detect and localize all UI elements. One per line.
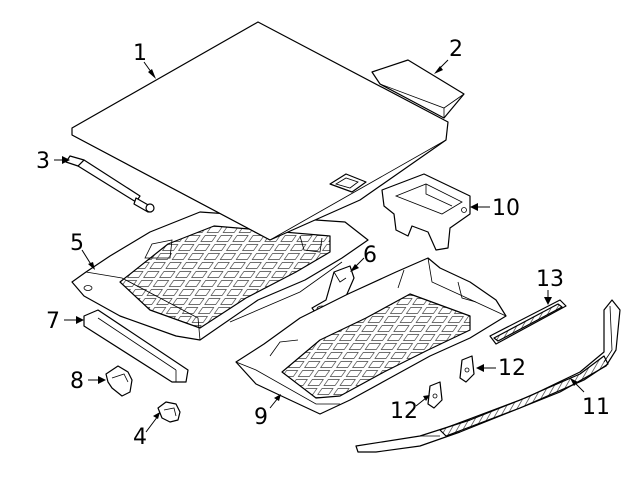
- cargo-cover-panel: [71, 21, 449, 241]
- callout-11: 11: [582, 395, 610, 420]
- callout-12-lower: 12: [390, 399, 418, 424]
- callout-13: 13: [536, 267, 564, 292]
- callout-8: 8: [70, 369, 84, 394]
- retainer-lower: [427, 381, 443, 409]
- callout-7: 7: [46, 309, 60, 334]
- callout-labels: 1 2 3 4 5 6 7 8 9 10 11 12 12 13: [36, 37, 610, 450]
- trim-rail: [83, 309, 189, 383]
- callout-5: 5: [70, 231, 84, 256]
- callout-12-upper: 12: [498, 356, 526, 381]
- scuff-plate: [355, 299, 621, 453]
- callout-9: 9: [254, 405, 268, 430]
- storage-lid: [371, 59, 465, 119]
- callout-2: 2: [449, 37, 463, 62]
- leader-lines: [54, 59, 585, 433]
- callout-6: 6: [363, 243, 377, 268]
- callout-10: 10: [492, 196, 520, 221]
- retainer-upper: [459, 355, 475, 383]
- rear-cargo-tray: [71, 211, 369, 341]
- callout-4: 4: [133, 425, 147, 450]
- fastener-clip: [157, 401, 181, 423]
- retainer-clip: [105, 365, 133, 397]
- sill-strip: [489, 299, 567, 345]
- mounting-bracket: [381, 173, 471, 251]
- callout-1: 1: [133, 41, 147, 66]
- callout-3: 3: [36, 149, 50, 174]
- main-cargo-tray: [235, 257, 507, 415]
- lift-support-strut: [65, 155, 155, 213]
